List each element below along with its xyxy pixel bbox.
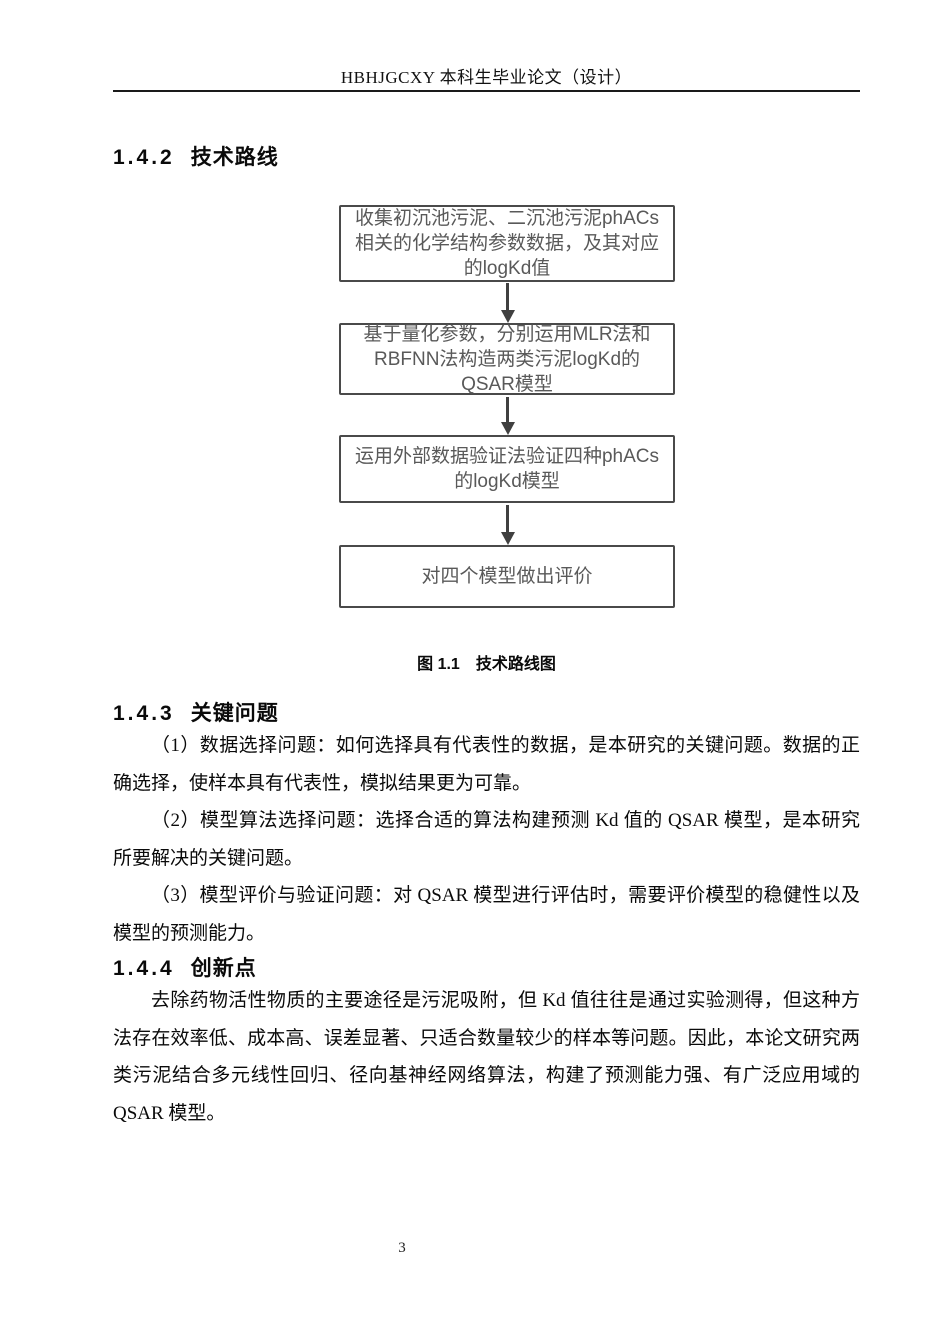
arrow-shaft: [506, 397, 509, 422]
flowchart-step-4: 对四个模型做出评价: [339, 545, 675, 608]
arrow-head-icon: [500, 532, 515, 545]
figure-caption: 图 1.1 技术路线图: [417, 656, 556, 673]
header-rule: [113, 90, 860, 92]
flowchart-arrow-2: [500, 397, 515, 435]
paragraph-innovation: 去除药物活性物质的主要途径是污泥吸附，但 Kd 值往往是通过实验测得，但这种方法…: [113, 990, 860, 1124]
arrow-shaft: [506, 505, 509, 532]
flowchart-step-2-label: 基于量化参数，分别运用MLR法和RBFNN法构造两类污泥logKd的QSAR模型: [363, 323, 651, 395]
arrow-head-icon: [500, 422, 515, 435]
flowchart-step-3-label: 运用外部数据验证法验证四种phACs的logKd模型: [354, 446, 660, 492]
running-header: HBHJGCXY 本科生毕业论文（设计）: [340, 68, 633, 87]
paragraph-issue-1: （1）数据选择问题：如何选择具有代表性的数据，是本研究的关键问题。数据的正确选择…: [113, 735, 860, 794]
flowchart-step-4-label: 对四个模型做出评价: [421, 566, 593, 587]
section-heading-144: 1.4.4 创新点: [113, 952, 257, 982]
section-heading-142: 1.4.2 技术路线: [113, 141, 279, 171]
innovation-text: 去除药物活性物质的主要途径是污泥吸附，但 Kd 值往往是通过实验测得，但这种方法…: [113, 982, 860, 1132]
flowchart-step-1: 收集初沉池污泥、二沉池污泥phACs相关的化学结构参数数据，及其对应的logKd…: [339, 205, 675, 282]
paragraph-issue-2: （2）模型算法选择问题：选择合适的算法构建预测 Kd 值的 QSAR 模型，是本…: [113, 810, 860, 869]
arrow-head-icon: [500, 310, 515, 323]
paragraph-issue-3: （3）模型评价与验证问题：对 QSAR 模型进行评估时，需要评价模型的稳健性以及…: [113, 885, 860, 944]
section-title: 关键问题: [190, 702, 279, 725]
flowchart-arrow-1: [500, 283, 515, 323]
section-title: 创新点: [190, 957, 257, 980]
section-number: 1.4.2: [113, 146, 175, 169]
section-number: 1.4.3: [113, 702, 175, 725]
section-heading-143: 1.4.3 关键问题: [113, 697, 279, 727]
arrow-shaft: [506, 283, 509, 310]
flowchart-step-3: 运用外部数据验证法验证四种phACs的logKd模型: [339, 435, 675, 503]
section-title: 技术路线: [190, 146, 279, 169]
key-issues-text: （1）数据选择问题：如何选择具有代表性的数据，是本研究的关键问题。数据的正确选择…: [113, 727, 860, 953]
flowchart-step-2: 基于量化参数，分别运用MLR法和RBFNN法构造两类污泥logKd的QSAR模型: [339, 323, 675, 395]
page-number: 3: [398, 1240, 406, 1256]
flowchart-arrow-3: [500, 505, 515, 545]
section-number: 1.4.4: [113, 957, 175, 980]
flowchart-step-1-label: 收集初沉池污泥、二沉池污泥phACs相关的化学结构参数数据，及其对应的logKd…: [354, 208, 660, 279]
